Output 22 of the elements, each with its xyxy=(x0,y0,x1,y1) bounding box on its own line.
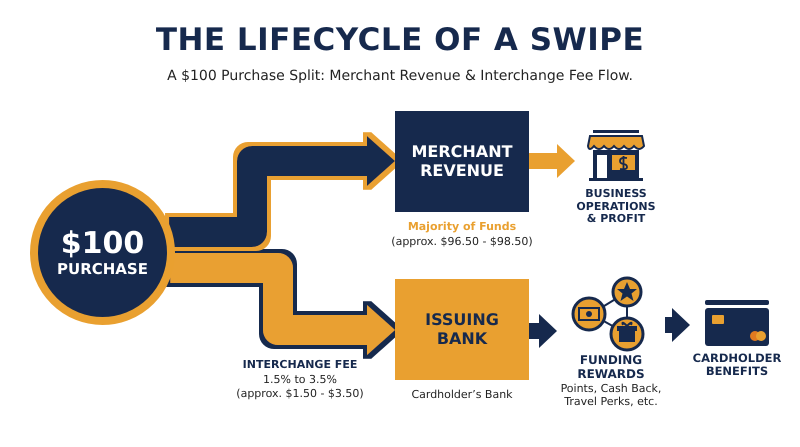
flow-arrow xyxy=(529,144,575,178)
node-caption: (approx. $96.50 - $98.50) xyxy=(391,235,533,248)
title: THE LIFECYCLE OF A SWIPE xyxy=(154,22,646,58)
node-caption: Cardholder’s Bank xyxy=(411,388,513,402)
flow-arrow xyxy=(529,314,557,348)
process-box xyxy=(395,111,529,212)
fee-note: (approx. $1.50 - $3.50) xyxy=(236,387,364,400)
benefits-label: CARDHOLDER BENEFITS xyxy=(692,352,782,378)
edge-label: INTERCHANGE FEE xyxy=(242,358,358,372)
purchase-text: PURCHASE xyxy=(57,261,148,278)
process-box xyxy=(395,279,529,380)
box-title: MERCHANT REVENUE xyxy=(410,143,514,180)
amount-note: Majority of Funds xyxy=(408,220,516,234)
rewards-description: Points, Cash Back, Travel Perks, etc. xyxy=(560,382,662,410)
flow-arrow xyxy=(665,308,690,342)
subtitle: A $100 Purchase Split: Merchant Revenue & Interchange Fee Flow. xyxy=(166,68,634,84)
outcome-label: BUSINESS OPERATIONS & PROFIT xyxy=(575,188,657,226)
amount-text: $100 xyxy=(60,226,144,262)
rewards-label: FUNDING REWARDS xyxy=(576,354,646,382)
fee-note: 1.5% to 3.5% xyxy=(263,373,337,386)
flow-arrow xyxy=(170,253,395,355)
box-title: ISSUING BANK xyxy=(424,311,500,348)
